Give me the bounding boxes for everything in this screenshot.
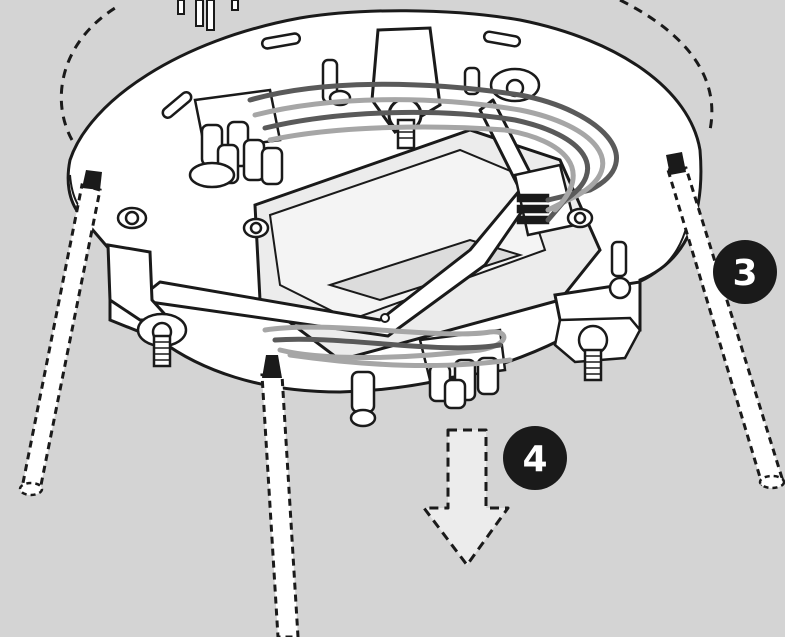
screw-left — [116, 206, 148, 230]
wire-tails — [177, 0, 239, 31]
support-rod-right — [666, 152, 785, 490]
support-rod-middle — [260, 355, 300, 637]
support-rod-left — [18, 170, 102, 497]
step-badge-4: 4 — [503, 426, 567, 490]
post-right — [608, 240, 632, 300]
bracket-hole — [380, 313, 390, 323]
step-number-3: 3 — [732, 253, 757, 294]
standoff-bottom-left — [136, 312, 188, 368]
dashed-cover-outline — [59, 0, 714, 141]
terminal-block-left — [188, 88, 284, 189]
wire-bundle — [247, 81, 619, 368]
step-number-4: 4 — [522, 439, 547, 480]
screw-right — [566, 207, 594, 229]
plate-slots — [161, 30, 522, 119]
post-bottom — [349, 370, 377, 428]
step-badge-3: 3 — [713, 240, 777, 304]
dashed-down-arrow-icon — [422, 428, 510, 567]
screw-center-left — [242, 217, 270, 239]
standoff-bottom-right — [553, 316, 642, 382]
box-inner-panel — [268, 148, 547, 322]
